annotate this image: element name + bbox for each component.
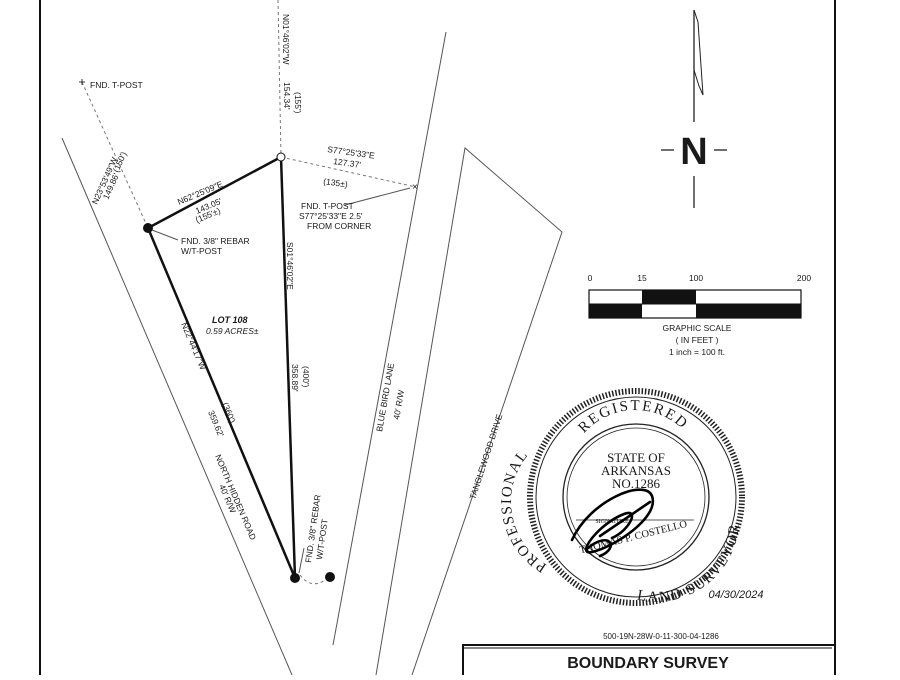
leader-lines [151,187,411,574]
surveyor-seal: REGISTERED PROFESSIONAL LAND SURVEYOR ST… [499,388,764,606]
label-distance-ne: 127.37' [333,156,362,170]
boundary-east [279,156,297,579]
road-west-outer [61,137,293,676]
label-record-west: (360') [220,401,238,425]
seal-number: NO.1286 [612,476,661,491]
label-distance-west: 359.62' [206,409,226,439]
boundary-north [147,155,282,230]
road-name-tanglewood: TANGLEWOOD DRIVE [467,412,504,500]
boundary-west [146,227,297,579]
graphic-scale: 0 15 100 200 GRAPHIC SCALE ( IN FEET ) 1… [588,273,812,357]
label-distance-north: 154.34' [282,82,292,110]
signature-scribble [570,488,655,558]
scale-title: GRAPHIC SCALE [663,323,732,333]
north-letter: N [680,131,707,173]
scale-tick-15: 15 [637,273,647,283]
lot-name: LOT 108 [212,315,248,325]
corner-marker-north [276,152,286,162]
label-tpost-offset: S77°25'33"E 2.5' [299,211,363,221]
label-record-north: (155') [293,92,303,114]
label-record-nw: (150') [111,150,129,174]
rebar-marker-south [290,573,300,583]
title-block: BOUNDARY SURVEY [462,644,836,680]
annotations: FND. T-POST N23°53'49"W 149.86' (150') N… [90,14,505,563]
rebar-marker-west [143,223,153,233]
label-rebar-west-tpost: W/T-POST [181,246,222,256]
road-width-bluebird: 40' R/W [391,389,406,420]
svg-text:PROFESSIONAL: PROFESSIONAL [499,447,550,575]
label-record-east: (400') [301,366,311,388]
scale-tick-200: 200 [797,273,811,283]
road-bluebird-west-line [332,31,447,646]
tpost-marker-south [325,572,335,582]
scale-tick-0: 0 [588,273,593,283]
seal-state-of: STATE OF [607,450,665,465]
parcel-id: 500-19N-28W-0-11-300-04-1286 [603,632,719,641]
seal-state: ARKANSAS [601,463,671,478]
label-rebar-west: FND. 3/8" REBAR [181,236,250,246]
tie-northeast [280,156,417,188]
svg-text:×: × [412,182,418,193]
label-bearing-west: N22°44'17"W [179,321,208,371]
scale-ratio: 1 inch = 100 ft. [669,347,725,357]
label-from-corner: FROM CORNER [307,221,371,231]
seal-professional: PROFESSIONAL [499,447,548,575]
tie-northwest [81,81,149,229]
label-fnd-tpost-east: FND. T-POST [301,201,354,211]
road-lines [61,31,563,676]
label-record-ne: (135±) [323,176,349,189]
road-name-bluebird: BLUE BIRD LANE [374,362,396,432]
lot-boundary [143,152,335,583]
north-arrow-icon: N [661,9,727,208]
tie-north [277,0,282,158]
label-distance-east: 358.89' [290,364,300,392]
road-name-north-hidden: NORTH HIDDEN ROAD [213,453,258,542]
label-fnd-tpost-nw: FND. T-POST [90,80,143,90]
road-tanglewood-outline [375,147,563,676]
label-bearing-north: N01°46'02"W [281,14,291,65]
seal-date: 04/30/2024 [708,589,763,601]
seal-signature-label: SIGNATURE [595,519,629,525]
lot-area: 0.59 ACRES± [206,326,259,336]
scale-tick-100: 100 [689,273,703,283]
title-boundary-survey: BOUNDARY SURVEY [567,655,729,672]
label-bearing-east: S01°46'02"E [285,242,295,290]
scale-units: ( IN FEET ) [676,335,719,345]
